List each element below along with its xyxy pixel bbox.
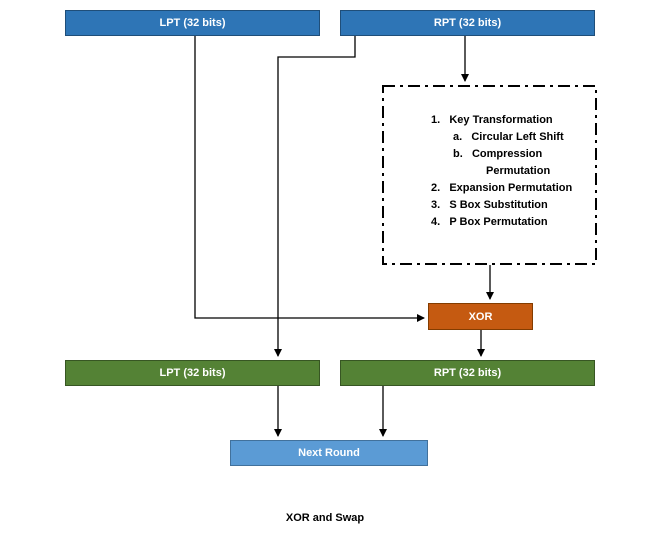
top-lpt-box: LPT (32 bits) <box>65 10 320 36</box>
key-transformation-steps-box: 1. Key Transformation a. Circular Left S… <box>383 86 596 264</box>
process-step: 2. Expansion Permutation <box>431 182 573 194</box>
next-round-box: Next Round <box>230 440 428 466</box>
diagram-caption: XOR and Swap <box>285 512 365 524</box>
process-step: b. Compression <box>453 148 543 160</box>
process-step: 1. Key Transformation <box>431 114 553 126</box>
bottom-rpt-box: RPT (32 bits) <box>340 360 595 386</box>
xor-box: XOR <box>428 303 533 330</box>
process-step: a. Circular Left Shift <box>453 131 564 143</box>
arrow-rpt-to-bottom-lpt <box>274 36 356 357</box>
top-rpt-box: RPT (32 bits) <box>340 10 595 36</box>
process-step: 3. S Box Substitution <box>431 199 548 211</box>
process-step-continuation: Permutation <box>486 165 551 177</box>
process-step: 4. P Box Permutation <box>431 216 548 228</box>
bottom-lpt-box: LPT (32 bits) <box>65 360 320 386</box>
